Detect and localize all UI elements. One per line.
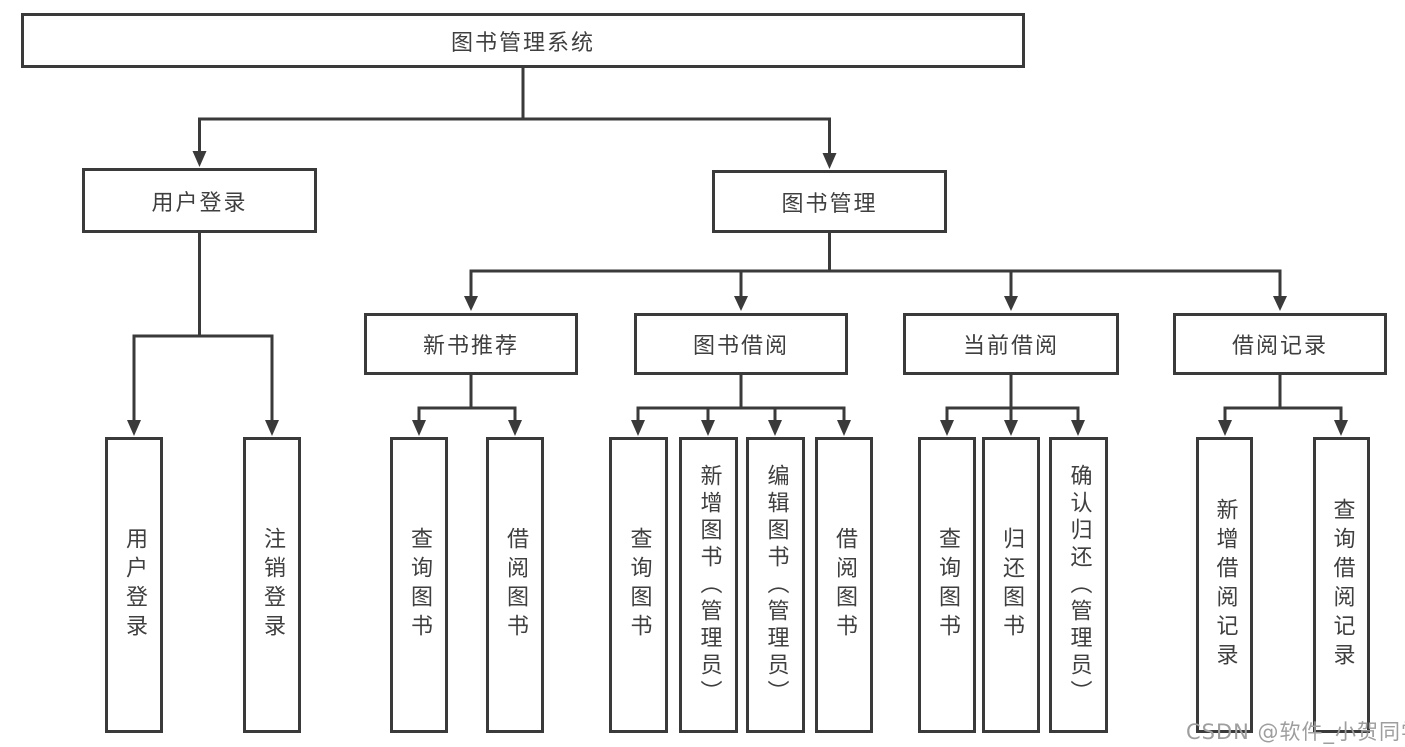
leaf-current-confirm-return-label: 确认归还（管理员） xyxy=(1066,463,1092,707)
node-root-library-system: 图书管理系统 xyxy=(21,13,1025,68)
leaf-logout-label: 注销登录 xyxy=(260,527,285,643)
leaf-borrowing-query-books: 查询图书 xyxy=(609,437,668,733)
node-book-management-label: 图书管理 xyxy=(781,191,878,217)
node-new-book-recommend-label: 新书推荐 xyxy=(422,334,519,359)
leaf-user-login: 用户登录 xyxy=(105,437,163,733)
leaf-user-login-label: 用户登录 xyxy=(122,527,147,643)
leaf-borrowing-query-books-label: 查询图书 xyxy=(626,527,652,643)
node-book-borrowing: 图书借阅 xyxy=(634,313,848,375)
leaf-borrowing-borrow-books: 借阅图书 xyxy=(815,437,873,733)
leaf-records-add-record: 新增借阅记录 xyxy=(1196,437,1253,733)
csdn-watermark: CSDN @软件_小贺同学 xyxy=(1186,720,1405,744)
leaf-recommend-query-books-label: 查询图书 xyxy=(407,527,432,643)
leaf-borrowing-add-books-label: 新增图书（管理员） xyxy=(696,463,722,707)
leaf-recommend-borrow-books-label: 借阅图书 xyxy=(503,527,528,643)
leaf-records-add-record-label: 新增借阅记录 xyxy=(1212,498,1238,672)
leaf-borrowing-edit-books-label: 编辑图书（管理员） xyxy=(763,463,789,707)
leaf-recommend-query-books: 查询图书 xyxy=(390,437,448,733)
leaf-logout: 注销登录 xyxy=(243,437,301,733)
leaf-current-query-books: 查询图书 xyxy=(918,437,976,733)
leaf-current-return-books-label: 归还图书 xyxy=(999,527,1024,643)
node-current-borrowing: 当前借阅 xyxy=(903,313,1119,375)
node-user-login: 用户登录 xyxy=(82,168,317,233)
node-book-management: 图书管理 xyxy=(712,170,947,233)
leaf-borrowing-add-books: 新增图书（管理员） xyxy=(679,437,738,733)
node-borrowing-records: 借阅记录 xyxy=(1173,313,1387,375)
node-user-login-label: 用户登录 xyxy=(151,190,248,216)
node-root-label: 图书管理系统 xyxy=(450,30,595,56)
node-book-borrowing-label: 图书借阅 xyxy=(692,334,789,359)
leaf-borrowing-edit-books: 编辑图书（管理员） xyxy=(746,437,805,733)
node-current-borrowing-label: 当前借阅 xyxy=(962,334,1059,359)
leaf-records-query-record-label: 查询借阅记录 xyxy=(1329,498,1355,672)
node-new-book-recommend: 新书推荐 xyxy=(364,313,578,375)
node-borrowing-records-label: 借阅记录 xyxy=(1231,334,1328,359)
leaf-current-return-books: 归还图书 xyxy=(982,437,1040,733)
leaf-current-confirm-return: 确认归还（管理员） xyxy=(1049,437,1108,733)
leaf-current-query-books-label: 查询图书 xyxy=(935,527,960,643)
leaf-recommend-borrow-books: 借阅图书 xyxy=(486,437,544,733)
leaf-records-query-record: 查询借阅记录 xyxy=(1313,437,1370,733)
leaf-borrowing-borrow-books-label: 借阅图书 xyxy=(832,527,857,643)
